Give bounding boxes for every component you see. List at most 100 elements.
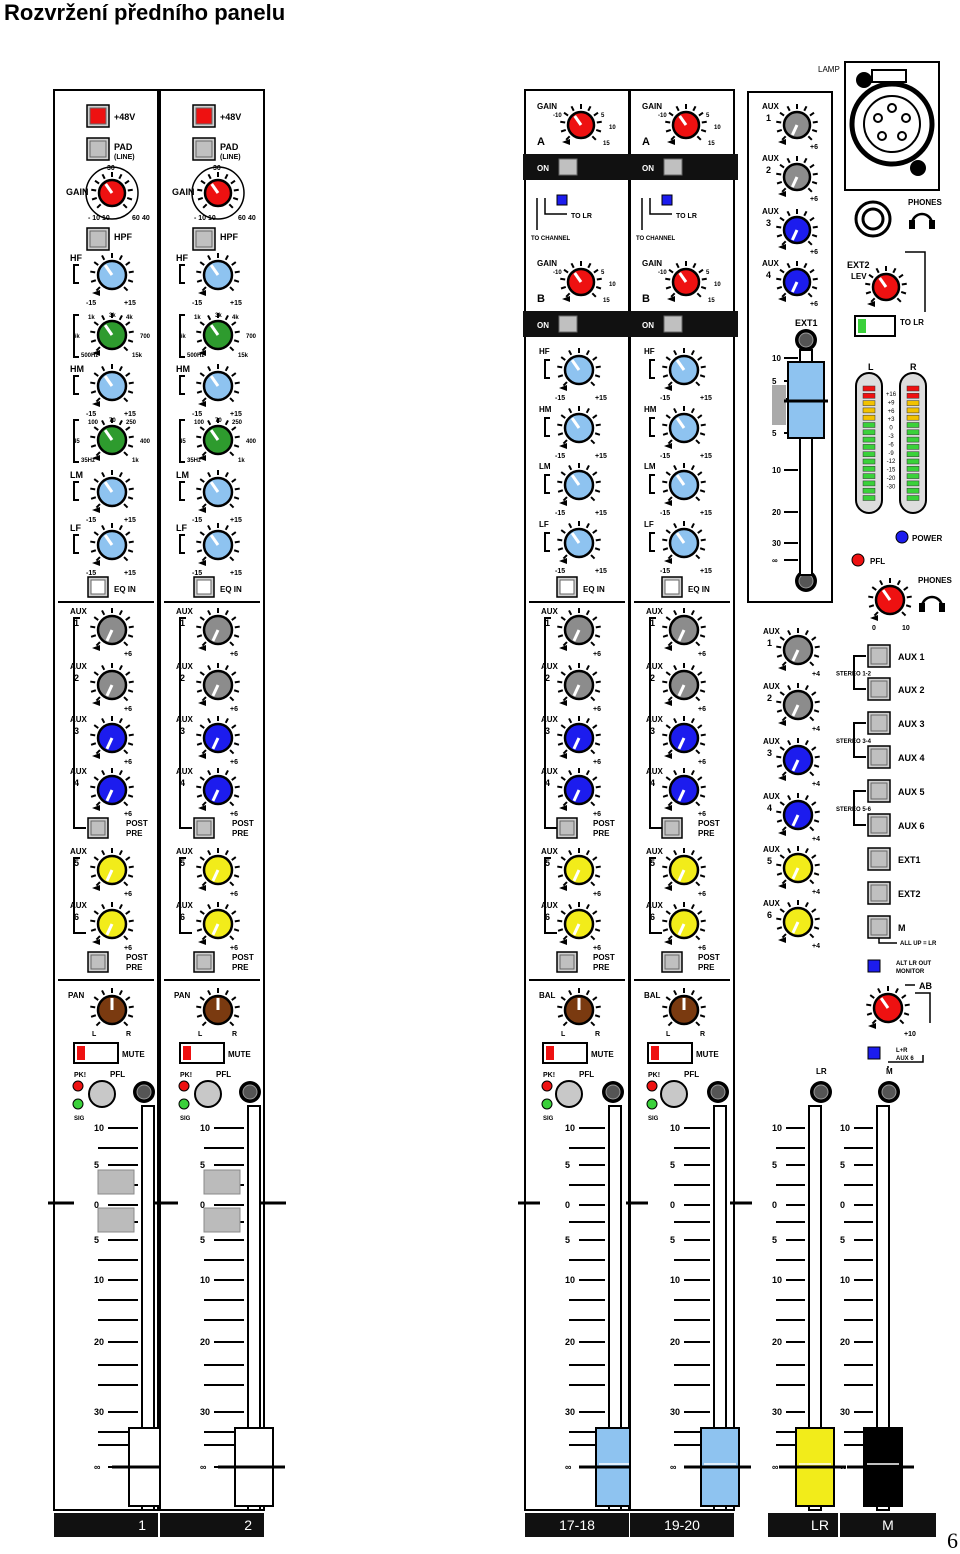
- on-button[interactable]: [558, 315, 578, 333]
- aux-send-knob[interactable]: [662, 608, 706, 651]
- eq-knob[interactable]: [196, 364, 240, 407]
- fader-grip-pattern: [97, 1207, 135, 1233]
- aux-master-knob[interactable]: [776, 738, 820, 781]
- aux-send-knob[interactable]: [662, 768, 706, 811]
- aux-send-knob[interactable]: [662, 716, 706, 759]
- pfl-button[interactable]: [555, 1080, 583, 1108]
- eq-knob[interactable]: [662, 463, 706, 506]
- aux-send-knob[interactable]: [557, 902, 601, 945]
- eq-bracket: [73, 264, 79, 284]
- eq-knob[interactable]: [90, 364, 134, 407]
- aux-master-knob[interactable]: [776, 900, 820, 943]
- balance-knob[interactable]: [662, 988, 706, 1027]
- gain-a-knob[interactable]: [665, 104, 707, 145]
- on-button[interactable]: [558, 158, 578, 176]
- knob-tick: [594, 432, 601, 436]
- alt-lr-button[interactable]: [867, 959, 881, 973]
- eq-knob[interactable]: [557, 463, 601, 506]
- knob-tick: [200, 179, 206, 185]
- aux-send-knob[interactable]: [196, 663, 240, 706]
- aux-send-knob[interactable]: [196, 608, 240, 651]
- eq-knob[interactable]: [557, 406, 601, 449]
- mute-led: [77, 1046, 85, 1060]
- aux-send-knob[interactable]: [90, 716, 134, 759]
- aux-send-knob[interactable]: [557, 768, 601, 811]
- aux-send-knob[interactable]: [662, 663, 706, 706]
- pfl-button[interactable]: [660, 1080, 688, 1108]
- route-button[interactable]: [661, 194, 673, 206]
- knob-tick: [662, 874, 669, 878]
- eq-knob[interactable]: [90, 418, 134, 461]
- ext1-aux-knob[interactable]: [776, 104, 818, 145]
- gain-b-knob[interactable]: [665, 261, 707, 302]
- eq-knob[interactable]: [90, 253, 134, 296]
- aux-master-knob[interactable]: [776, 793, 820, 836]
- phones-level-knob[interactable]: [868, 578, 912, 621]
- knob-pointer: [211, 684, 220, 697]
- eq-knob[interactable]: [662, 348, 706, 391]
- to-lr-label: TO LR: [571, 213, 592, 220]
- min-marker-icon: [664, 558, 672, 564]
- lr-aux6-button[interactable]: [867, 1046, 881, 1060]
- gain-b-knob[interactable]: [560, 261, 602, 302]
- aux-send-knob[interactable]: [557, 848, 601, 891]
- eq-knob[interactable]: [196, 418, 240, 461]
- eq-knob[interactable]: [557, 348, 601, 391]
- knob-tick: [776, 917, 782, 921]
- balance-knob[interactable]: [557, 988, 601, 1027]
- on-button[interactable]: [663, 158, 683, 176]
- strip-label-plate: [525, 1513, 629, 1537]
- knob-tick: [699, 794, 706, 798]
- pan-knob[interactable]: [196, 988, 240, 1027]
- fader-scale-label: 5: [94, 1160, 99, 1170]
- aux-send-knob[interactable]: [557, 716, 601, 759]
- knob-tick: [585, 464, 590, 471]
- knob-tick: [93, 261, 99, 266]
- aux-send-knob[interactable]: [90, 608, 134, 651]
- aux-send-knob[interactable]: [196, 716, 240, 759]
- aux-send-knob[interactable]: [196, 768, 240, 811]
- eq-knob[interactable]: [90, 470, 134, 513]
- pfl-button[interactable]: [88, 1080, 116, 1108]
- knob-tick: [233, 444, 240, 448]
- eq-knob[interactable]: [662, 521, 706, 564]
- eq-knob[interactable]: [557, 521, 601, 564]
- aux-master-knob[interactable]: [776, 846, 820, 889]
- ext1-aux-knob[interactable]: [776, 261, 818, 302]
- eq-bracket: [179, 534, 185, 554]
- gain-a-knob[interactable]: [560, 104, 602, 145]
- gain-knob[interactable]: [91, 172, 133, 209]
- aux-master-knob[interactable]: [776, 628, 820, 671]
- eq-knob[interactable]: [196, 470, 240, 513]
- aux-send-knob[interactable]: [196, 902, 240, 945]
- eq-knob[interactable]: [662, 406, 706, 449]
- ext1-aux-knob[interactable]: [776, 156, 818, 197]
- aux-send-knob[interactable]: [557, 663, 601, 706]
- aux-send-knob[interactable]: [662, 848, 706, 891]
- knob-tick: [196, 625, 202, 629]
- route-button[interactable]: [556, 194, 568, 206]
- ext1-aux-knob[interactable]: [776, 209, 818, 250]
- eq-knob[interactable]: [196, 523, 240, 566]
- aux-send-knob[interactable]: [90, 768, 134, 811]
- aux-master-knob[interactable]: [776, 683, 820, 726]
- eq-knob[interactable]: [196, 253, 240, 296]
- eq-knob[interactable]: [90, 313, 134, 356]
- knob-tick: [231, 724, 237, 729]
- ab-level-knob[interactable]: [866, 986, 910, 1029]
- aux-send-knob[interactable]: [662, 902, 706, 945]
- aux-send-knob[interactable]: [90, 848, 134, 891]
- pan-knob[interactable]: [90, 988, 134, 1027]
- aux-send-knob[interactable]: [90, 902, 134, 945]
- ext2-level-knob[interactable]: [865, 266, 907, 307]
- knob-tick: [118, 664, 123, 671]
- aux-send-knob[interactable]: [557, 608, 601, 651]
- eq-knob[interactable]: [90, 523, 134, 566]
- on-button[interactable]: [663, 315, 683, 333]
- pfl-button[interactable]: [194, 1080, 222, 1108]
- eq-knob[interactable]: [196, 313, 240, 356]
- knob-tick: [557, 680, 563, 684]
- aux-send-knob[interactable]: [90, 663, 134, 706]
- gain-knob[interactable]: [197, 172, 239, 209]
- aux-send-knob[interactable]: [196, 848, 240, 891]
